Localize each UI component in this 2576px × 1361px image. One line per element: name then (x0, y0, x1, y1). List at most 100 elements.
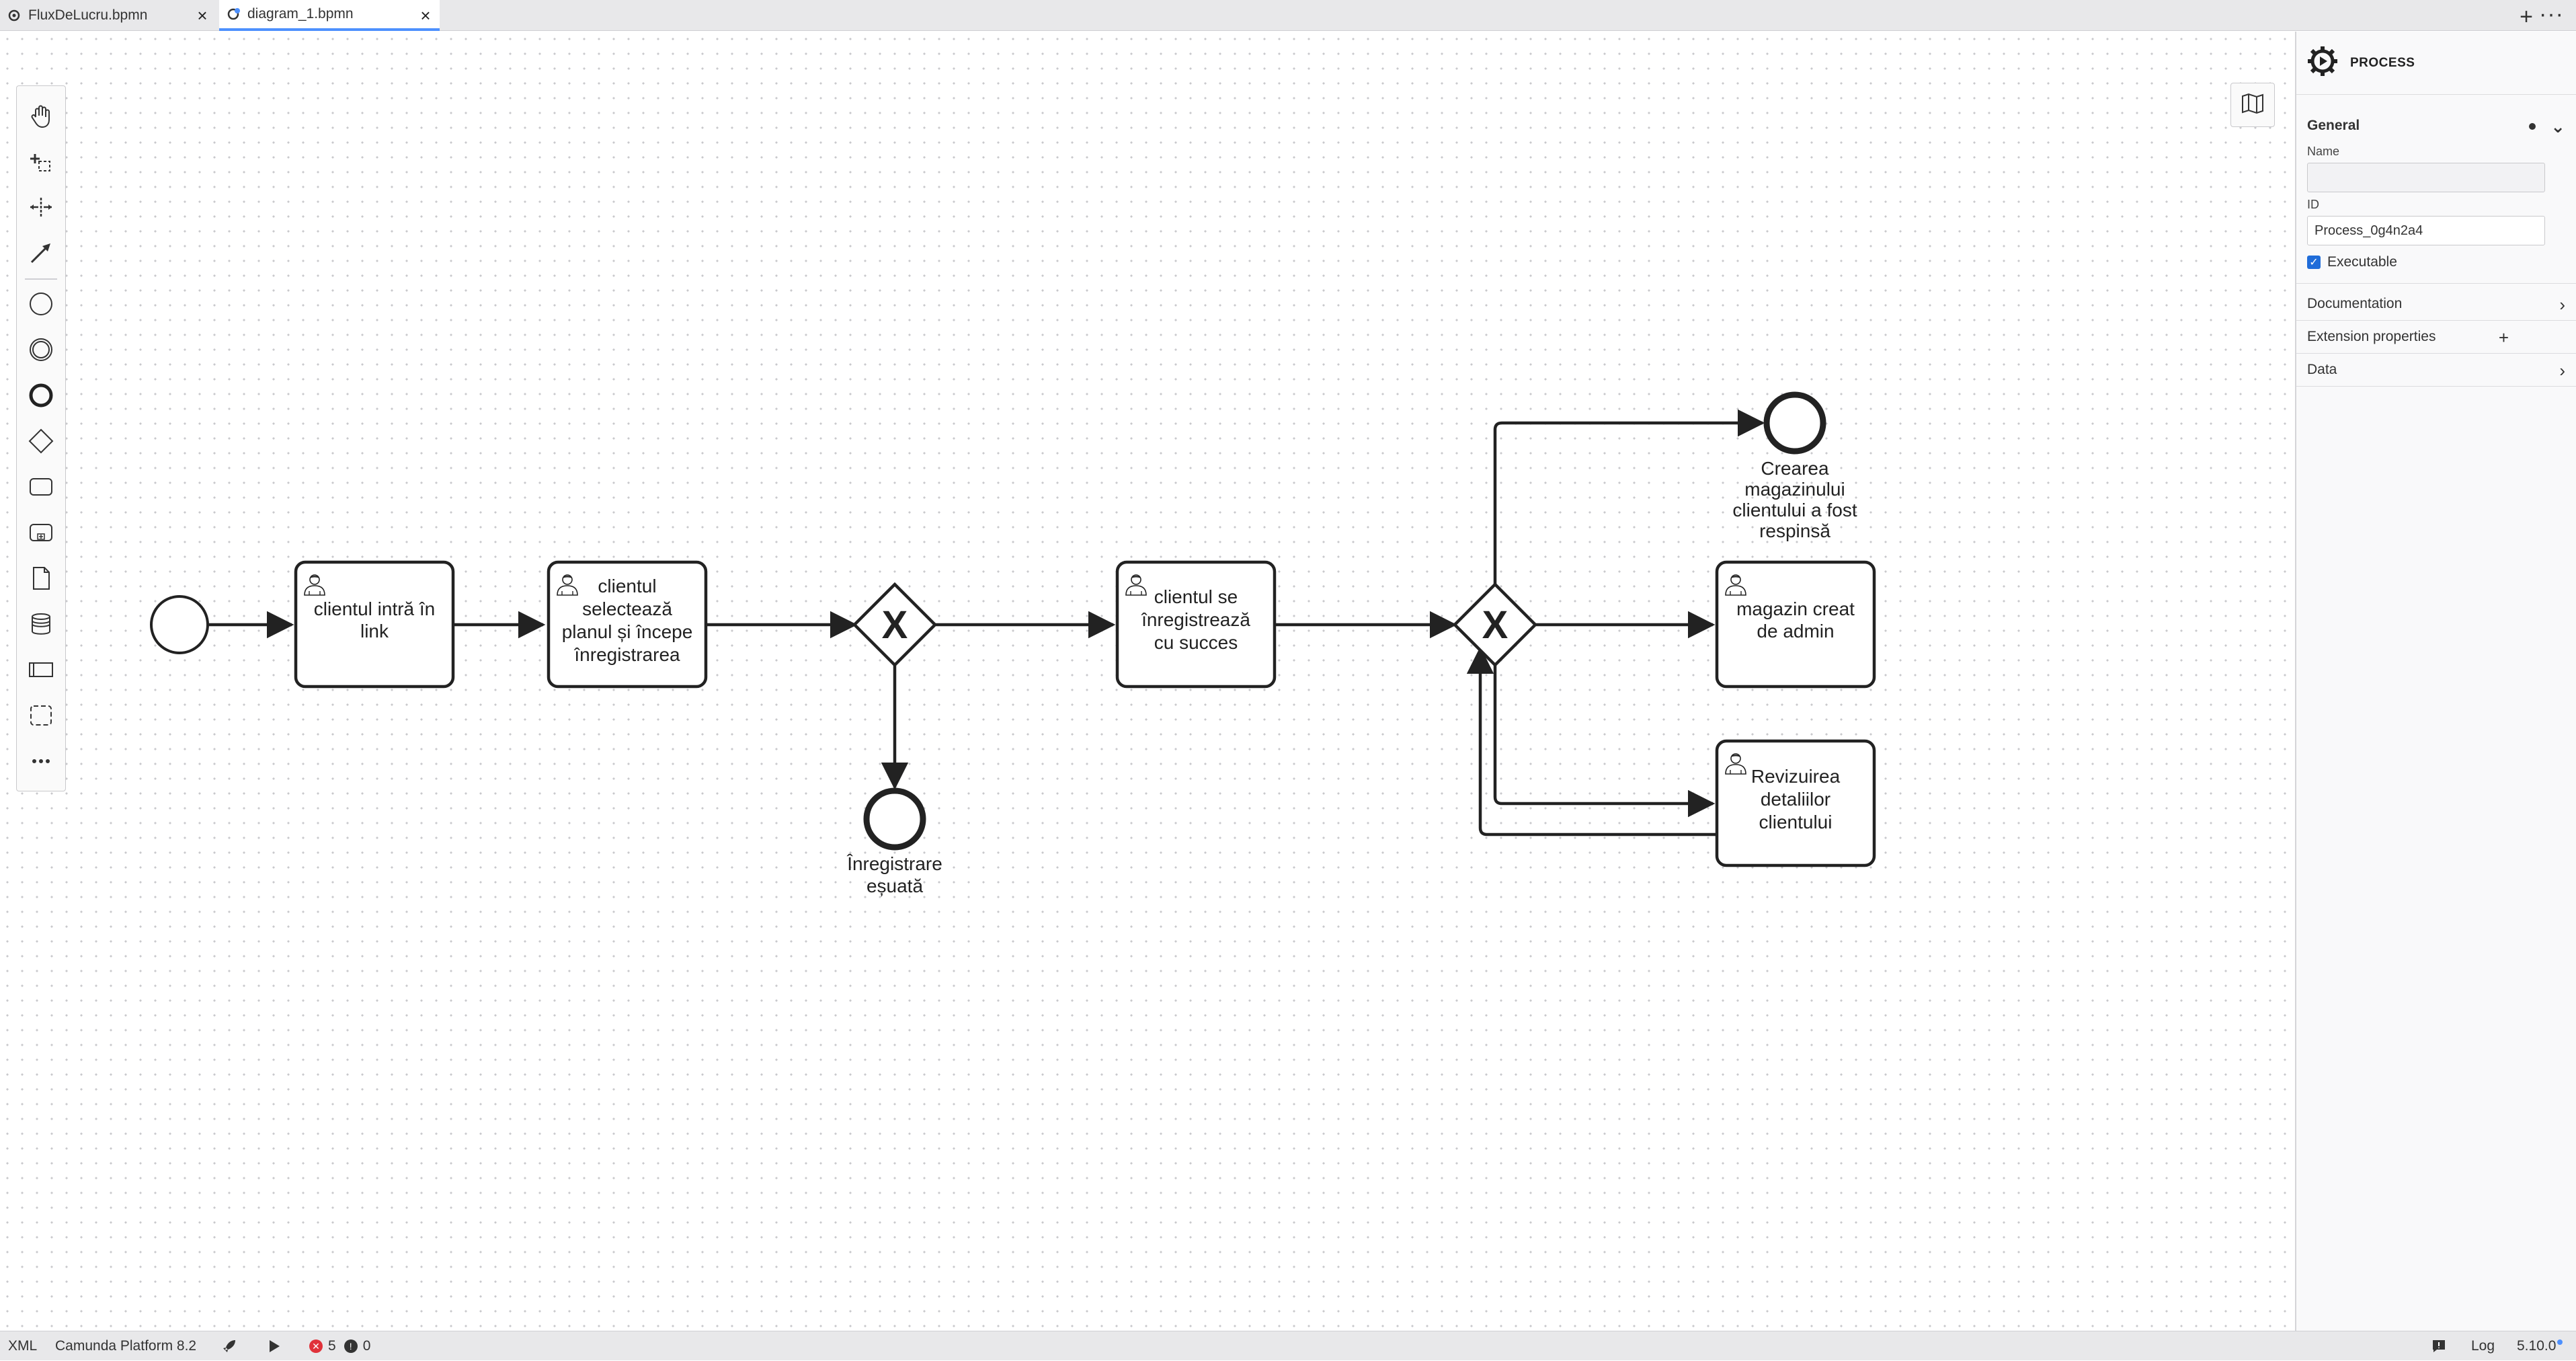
platform-version-button[interactable]: Camunda Platform 8.2 (55, 1338, 197, 1354)
start-instance-play-icon[interactable] (268, 1331, 281, 1361)
name-field[interactable] (2307, 163, 2545, 192)
tab-fluxdelucru[interactable]: FluxDeLucru.bpmn × (0, 0, 216, 31)
map-icon (2241, 92, 2265, 118)
data-indicator-dot (2529, 123, 2536, 130)
task-label: clientul se (1154, 586, 1238, 607)
task-label: link (360, 621, 389, 641)
id-label: ID (2307, 198, 2319, 211)
group-title: General (2307, 118, 2360, 133)
more-tools-icon[interactable] (17, 740, 65, 783)
id-field[interactable]: Process_0g4n2a4 (2307, 216, 2545, 245)
warning-count: 0 (362, 1338, 371, 1354)
event-label: eșuată (867, 876, 923, 896)
end-event-icon[interactable] (17, 374, 65, 417)
palette-separator (25, 278, 57, 280)
executable-label: Executable (2327, 254, 2397, 270)
divider (2296, 283, 2576, 284)
xml-view-button[interactable]: XML (8, 1338, 38, 1354)
task-label: Revizuirea (1751, 766, 1841, 787)
tab-bar: FluxDeLucru.bpmn × diagram_1.bpmn × + ··… (0, 0, 2576, 31)
group-title: Data (2307, 362, 2337, 377)
problems-counter[interactable]: ✕ 5 ! 0 (309, 1331, 370, 1361)
start-event-icon[interactable] (17, 282, 65, 325)
log-button[interactable]: Log (2471, 1338, 2495, 1354)
tab-diagram-1[interactable]: diagram_1.bpmn × (219, 0, 440, 31)
hand-tool-icon[interactable] (17, 94, 65, 137)
group-general[interactable]: General ⌄ (2296, 110, 2576, 142)
camunda-gear-icon (226, 7, 241, 22)
task-label: detaliilor (1761, 789, 1830, 810)
status-bar: XML Camunda Platform 8.2 ✕ 5 ! 0 Log 5.1… (0, 1331, 2576, 1360)
task-label: planul și începe (562, 621, 693, 642)
close-icon[interactable]: × (197, 5, 208, 26)
pool-icon[interactable] (17, 648, 65, 691)
error-icon: ✕ (309, 1339, 323, 1353)
event-label: Înregistrare (846, 853, 942, 874)
element-type-title: PROCESS (2350, 55, 2415, 70)
start-event[interactable] (150, 595, 209, 654)
lasso-tool-icon[interactable] (17, 140, 65, 183)
executable-checkbox[interactable]: ✓ (2307, 256, 2321, 269)
minimap-toggle-button[interactable] (2230, 83, 2275, 127)
chevron-right-icon[interactable]: › (2559, 295, 2565, 315)
add-icon[interactable]: + (2498, 327, 2509, 348)
intermediate-event-icon[interactable] (17, 328, 65, 371)
task-label: clientului (1759, 812, 1833, 832)
group-icon[interactable] (17, 694, 65, 737)
flow-task5-to-gateway2[interactable] (1466, 646, 1717, 837)
task-label: clientul (598, 576, 656, 596)
name-label: Name (2307, 145, 2340, 158)
deploy-rocket-icon[interactable] (220, 1331, 238, 1361)
more-icon[interactable]: ··· (2539, 1, 2564, 27)
tab-label: diagram_1.bpmn (247, 6, 354, 22)
task-label: selectează (582, 598, 672, 619)
task-icon[interactable] (17, 465, 65, 508)
chevron-down-icon[interactable]: ⌄ (2550, 116, 2565, 137)
space-tool-icon[interactable] (17, 186, 65, 229)
properties-panel: PROCESS General ⌄ Name ID Process_0g4n2a… (2295, 32, 2576, 1331)
warning-icon: ! (344, 1339, 358, 1353)
group-title: Documentation (2307, 296, 2403, 311)
feedback-icon[interactable] (2431, 1331, 2447, 1361)
connect-tool-icon[interactable] (17, 231, 65, 274)
flow-gateway2-to-task5[interactable] (1493, 664, 1716, 818)
error-count: 5 (328, 1338, 336, 1354)
gateway-icon[interactable] (17, 420, 65, 463)
data-object-icon[interactable] (17, 557, 65, 600)
executable-checkbox-row[interactable]: ✓ Executable (2296, 251, 2576, 274)
event-label: respinsă (1759, 520, 1830, 541)
gateway-x-icon: X (1482, 603, 1508, 647)
add-tab-button[interactable]: + (2520, 4, 2533, 30)
event-label: clientului a fost (1732, 500, 1857, 520)
group-data[interactable]: Data › (2296, 354, 2576, 386)
exclusive-gateway-1[interactable]: X (852, 582, 938, 668)
sequence-flows (208, 409, 1765, 837)
group-documentation[interactable]: Documentation › (2296, 288, 2576, 320)
chevron-right-icon[interactable]: › (2559, 360, 2565, 381)
flow-gateway2-to-end-rejected[interactable] (1493, 409, 1765, 584)
divider (2296, 320, 2576, 321)
event-label: Crearea (1761, 458, 1829, 479)
version-label[interactable]: 5.10.0 (2517, 1331, 2563, 1361)
subprocess-icon[interactable] (17, 511, 65, 554)
event-label: magazinului (1744, 479, 1845, 500)
task-label: cu succes (1154, 632, 1238, 653)
close-icon[interactable]: × (420, 5, 431, 26)
gateway-x-icon: X (882, 603, 908, 647)
group-extension-properties[interactable]: Extension properties + (2296, 321, 2576, 353)
data-store-icon[interactable] (17, 602, 65, 646)
exclusive-gateway-2[interactable]: X (1452, 582, 1538, 668)
